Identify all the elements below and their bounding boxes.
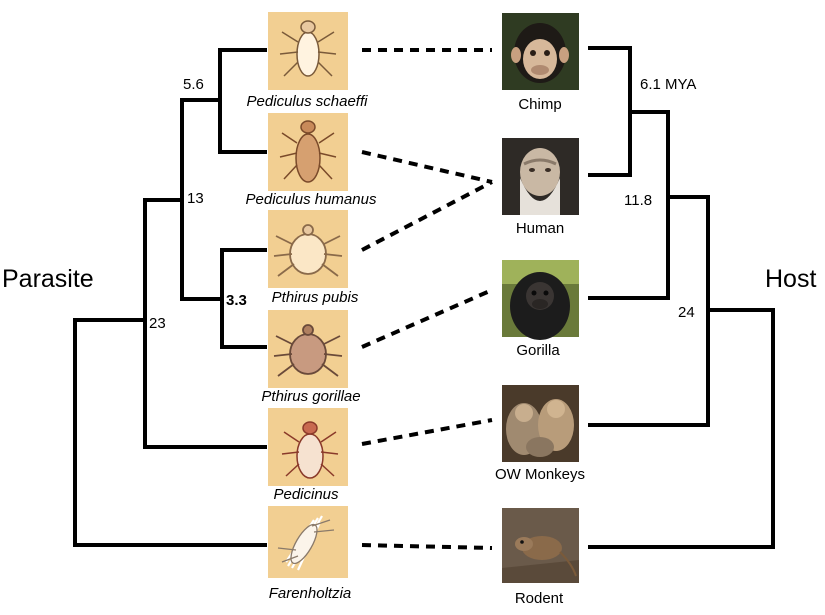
host-branch-11.8 (588, 110, 670, 300)
parasite-node-label: 3.3 (226, 292, 247, 309)
louse-icon (279, 20, 337, 77)
parasite-root (73, 318, 267, 547)
parasite-card (268, 408, 348, 486)
parasite-card (268, 210, 348, 288)
crab-louse-icon (273, 224, 343, 277)
host-card (502, 260, 579, 340)
monkey-photo (502, 385, 579, 462)
link-humanus-human (361, 150, 493, 184)
parasite-card (268, 113, 348, 191)
host-parasite-links (361, 48, 493, 550)
link-pedicinus-monkeys (361, 418, 493, 446)
link-gorillae-gorilla (361, 288, 493, 349)
link-farenholtzia-rodent (361, 543, 493, 550)
host-label: Chimp (518, 96, 561, 113)
host-card (502, 138, 579, 215)
parasite-tree (73, 48, 267, 547)
host-title: Host (765, 265, 816, 293)
host-tree (588, 46, 775, 549)
gorilla-photo (502, 260, 579, 340)
louse-icon (281, 421, 339, 479)
parasite-label: Farenholtzia (269, 585, 352, 602)
louse-icon (279, 120, 337, 183)
parasite-label: Pedicinus (273, 486, 339, 503)
host-label: Gorilla (516, 342, 560, 359)
parasite-node-label: 23 (149, 315, 166, 332)
link-pubis-human (361, 180, 493, 252)
parasite-label: Pthirus gorillae (261, 388, 360, 405)
rodent-photo (502, 508, 579, 583)
parasite-label: Pthirus pubis (272, 289, 359, 306)
host-root (588, 308, 775, 549)
host-card (502, 508, 579, 583)
host-branch-6.1 (588, 46, 632, 177)
parasite-node-label: 5.6 (183, 76, 204, 93)
parasite-label: Pediculus humanus (246, 191, 377, 208)
host-card (502, 13, 579, 90)
parasite-label: Pediculus schaeffi (247, 93, 369, 110)
parasite-card (268, 506, 348, 578)
host-node-label: 11.8 (624, 192, 652, 209)
parasite-card (268, 310, 348, 388)
parasite-node-label: 13 (187, 190, 204, 207)
host-node-label: 6.1 MYA (640, 76, 696, 93)
crab-louse-icon (273, 324, 343, 377)
human-photo (502, 138, 579, 215)
host-node-label: 24 (678, 304, 695, 321)
host-label: OW Monkeys (495, 466, 585, 483)
mite-icon (277, 515, 335, 571)
host-card (502, 385, 579, 462)
chimp-photo (502, 13, 579, 90)
host-label: Rodent (515, 590, 564, 607)
parasite-branch-23 (143, 198, 267, 449)
parasite-title: Parasite (2, 265, 94, 293)
host-label: Human (516, 220, 564, 237)
parasite-card (268, 12, 348, 90)
